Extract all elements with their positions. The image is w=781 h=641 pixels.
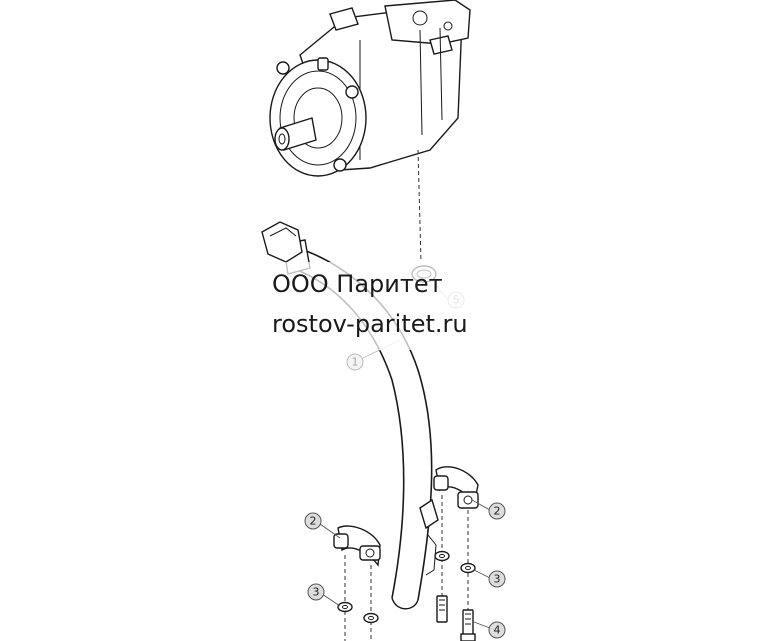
hydraulic-pump-assembly <box>269 0 471 177</box>
watermark-website: rostov-paritet.ru <box>272 310 468 338</box>
port-axis-line <box>417 149 422 263</box>
callout-1: 1 <box>346 353 364 371</box>
lock-washers <box>337 550 476 624</box>
split-flange-clamp-left <box>333 525 381 567</box>
flange-bolts <box>436 595 476 641</box>
split-flange-clamp-right <box>433 466 479 509</box>
svg-text:1: 1 <box>352 356 359 369</box>
svg-text:4: 4 <box>494 624 501 637</box>
svg-text:3: 3 <box>494 573 501 586</box>
hose-assembly <box>261 221 439 610</box>
callout-4: 4 <box>488 621 506 639</box>
callout-3-right: 3 <box>488 570 506 588</box>
watermark-company-name: ООО Паритет <box>272 270 443 298</box>
svg-text:3: 3 <box>313 586 320 599</box>
svg-text:2: 2 <box>310 515 317 528</box>
callout-2-left: 2 <box>304 512 322 530</box>
watermark-backdrop <box>262 262 512 350</box>
callout-2-right: 2 <box>488 502 506 520</box>
callout-3-left: 3 <box>307 583 325 601</box>
svg-text:2: 2 <box>494 505 501 518</box>
